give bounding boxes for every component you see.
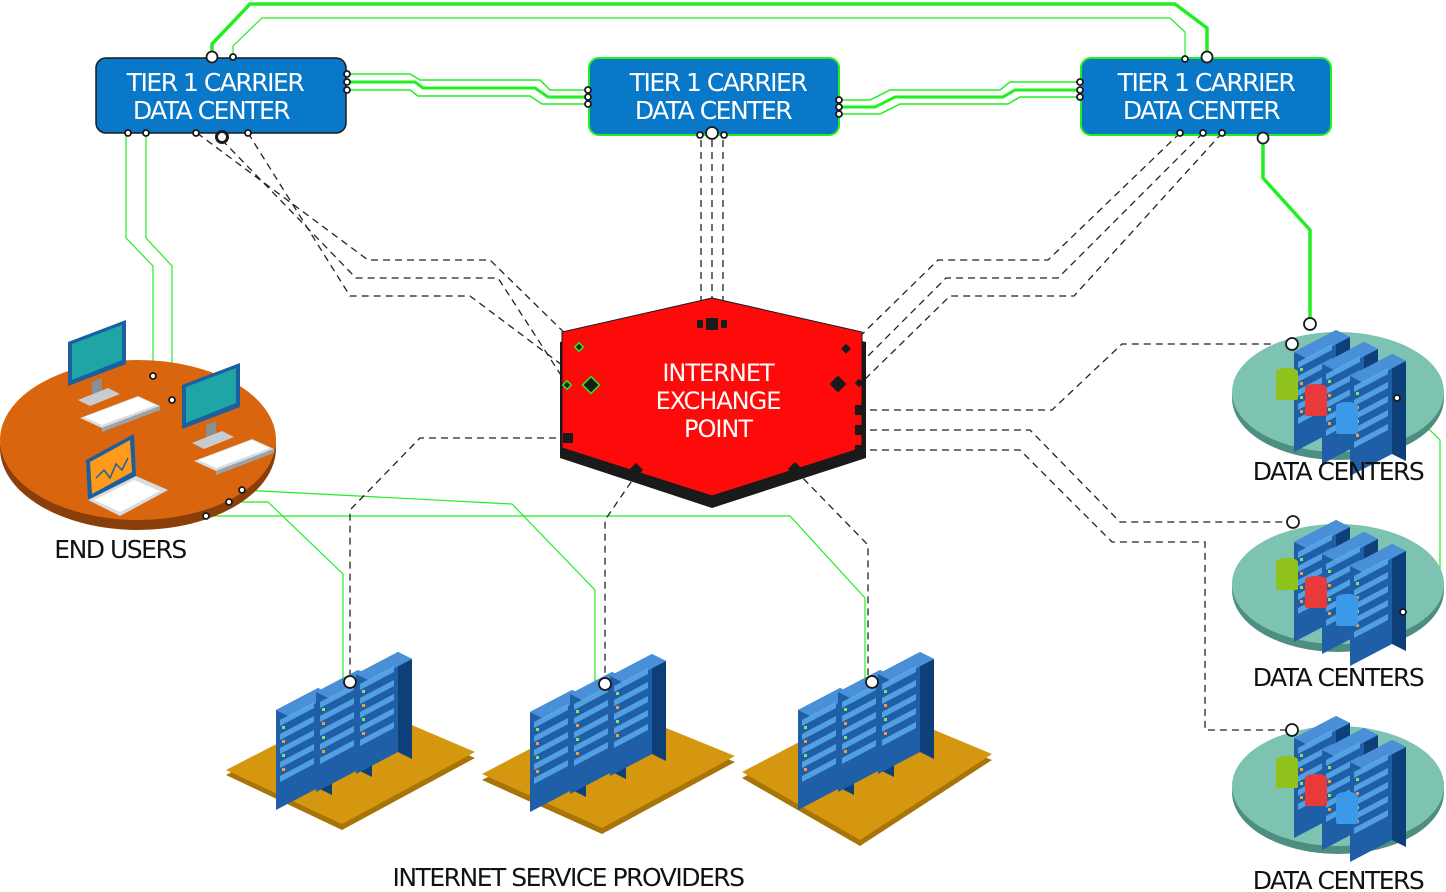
carrier-2-line2: DATA CENTER: [635, 96, 792, 125]
isp-label: INTERNET SERVICE PROVIDERS: [392, 863, 744, 892]
data-center-3-label: DATA CENTERS: [1253, 866, 1424, 892]
dashed-ixp-links: [196, 132, 1292, 731]
carrier-data-center-1: TIER 1 CARRIER DATA CENTER: [95, 57, 347, 134]
carrier-1-line1: TIER 1 CARRIER: [126, 68, 305, 97]
laptop-icon: [86, 434, 168, 516]
data-center-3: DATA CENTERS: [1232, 716, 1444, 892]
data-center-1-label: DATA CENTERS: [1253, 457, 1424, 486]
carrier-3-line1: TIER 1 CARRIER: [1117, 68, 1296, 97]
end-users-group: END USERS: [0, 320, 276, 564]
data-center-1: DATA CENTERS: [1232, 330, 1444, 486]
isp-group-3: [742, 652, 992, 846]
isp-group-1: [226, 652, 475, 830]
carrier-3-line2: DATA CENTER: [1123, 96, 1280, 125]
server-rack-icon: [1350, 740, 1406, 862]
carrier-2-line1: TIER 1 CARRIER: [629, 68, 808, 97]
isp-group-2: [482, 654, 735, 834]
server-rack-icon: [1350, 544, 1406, 666]
data-center-2: DATA CENTERS: [1232, 520, 1444, 692]
carrier-data-center-3: TIER 1 CARRIER DATA CENTER: [1080, 57, 1332, 136]
ixp-line3: POINT: [684, 415, 753, 443]
ixp-line1: INTERNET: [662, 359, 775, 387]
carrier-1-line2: DATA CENTER: [133, 96, 290, 125]
data-center-2-label: DATA CENTERS: [1253, 663, 1424, 692]
ixp-line2: EXCHANGE: [656, 387, 781, 415]
end-users-label: END USERS: [54, 535, 186, 564]
green-carrier-links: [125, 2, 1441, 684]
connection-nodes: [124, 50, 1407, 737]
internet-exchange-point: INTERNET EXCHANGE POINT: [560, 297, 866, 508]
carrier-data-center-2: TIER 1 CARRIER DATA CENTER: [588, 57, 840, 136]
